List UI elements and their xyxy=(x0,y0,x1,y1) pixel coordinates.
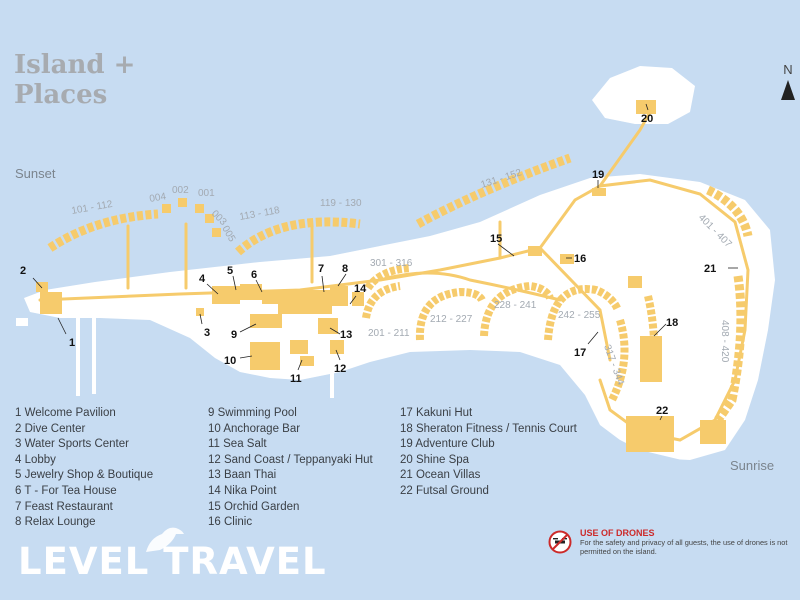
no-drone-icon xyxy=(548,530,572,554)
marker-16: 16 xyxy=(574,253,586,265)
legend-item: 18 Sheraton Fitness / Tennis Court xyxy=(400,422,577,435)
villa-range-label: 002 xyxy=(172,185,189,196)
villa-range-label: 408 - 420 xyxy=(719,320,730,363)
legend-item: 15 Orchid Garden xyxy=(208,500,300,513)
legend-item: 4 Lobby xyxy=(15,453,56,466)
map-title-line-2: Places xyxy=(14,80,108,110)
legend-item: 11 Sea Salt xyxy=(208,438,267,451)
marker-1: 1 xyxy=(69,337,75,349)
marker-5: 5 xyxy=(227,265,233,277)
marker-9: 9 xyxy=(231,329,237,341)
legend-column-3: 17 Kakuni Hut 18 Sheraton Fitness / Tenn… xyxy=(400,406,577,500)
villa-range-label: 201 - 211 xyxy=(368,328,410,339)
legend-item: 13 Baan Thai xyxy=(208,469,277,482)
legend-item: 16 Clinic xyxy=(208,516,253,529)
marker-12: 12 xyxy=(334,363,346,375)
place-markers: 1 2 3 4 5 6 7 8 9 10 11 12 13 14 15 16 1… xyxy=(20,113,716,417)
sunrise-label: Sunrise xyxy=(730,458,775,473)
bird-logo-icon xyxy=(146,527,184,552)
map-title: Island + Places xyxy=(14,50,135,110)
legend-item: 14 Nika Point xyxy=(208,484,277,497)
marker-3: 3 xyxy=(204,327,210,339)
legend-item: 9 Swimming Pool xyxy=(208,407,297,419)
legend-item: 10 Anchorage Bar xyxy=(208,422,301,435)
marker-13: 13 xyxy=(340,329,352,341)
marker-10: 10 xyxy=(224,355,236,367)
villa-range-label: 119 - 130 xyxy=(320,198,362,209)
sunset-label: Sunset xyxy=(15,166,56,181)
villa-range-label: 228 - 241 xyxy=(494,300,537,311)
drone-notice-text: For the safety and privacy of all guests… xyxy=(580,538,788,556)
marker-21: 21 xyxy=(704,263,716,275)
overwater-villas xyxy=(47,153,753,423)
marker-11: 11 xyxy=(290,373,302,385)
jetties xyxy=(16,316,334,398)
brand-watermark: LEVEL TRAVEL xyxy=(18,540,327,583)
north-arrow-icon xyxy=(781,80,795,100)
legend-item: 2 Dive Center xyxy=(15,422,86,435)
villa-range-label: 212 - 227 xyxy=(430,314,473,325)
marker-8: 8 xyxy=(342,263,348,275)
legend-item: 19 Adventure Club xyxy=(400,438,495,451)
marker-leaders xyxy=(32,103,738,421)
north-label: N xyxy=(783,62,793,77)
legend-item: 12 Sand Coast / Teppanyaki Hut xyxy=(208,453,373,466)
legend-item: 8 Relax Lounge xyxy=(15,516,96,529)
marker-14: 14 xyxy=(354,283,367,295)
marker-15: 15 xyxy=(490,233,502,245)
pavilion-villas xyxy=(162,198,221,237)
marker-17: 17 xyxy=(574,347,586,359)
marker-22: 22 xyxy=(656,405,668,417)
marker-18: 18 xyxy=(666,317,678,329)
legend-column-2: 9 Swimming Pool 10 Anchorage Bar 11 Sea … xyxy=(208,406,373,531)
legend-item: 17 Kakuni Hut xyxy=(400,407,473,419)
marker-6: 6 xyxy=(251,269,257,281)
north-island xyxy=(592,66,695,124)
villa-range-label: 004 xyxy=(149,191,168,205)
marker-7: 7 xyxy=(318,263,324,275)
legend-item: 22 Futsal Ground xyxy=(400,484,489,497)
main-island xyxy=(24,174,775,460)
legend-item: 21 Ocean Villas xyxy=(400,469,481,482)
villa-range-label: 301 - 316 xyxy=(370,258,413,269)
legend-item: 1 Welcome Pavilion xyxy=(15,407,116,419)
drone-notice-title: USE OF DRONES xyxy=(580,528,655,538)
villa-range-label: 242 - 255 xyxy=(558,310,601,321)
marker-19: 19 xyxy=(592,169,604,181)
marker-4: 4 xyxy=(199,273,206,285)
legend-item: 5 Jewelry Shop & Boutique xyxy=(15,469,154,482)
legend-item: 20 Shine Spa xyxy=(400,453,470,466)
legend-item: 7 Feast Restaurant xyxy=(15,500,113,513)
buildings xyxy=(36,100,726,452)
marker-2: 2 xyxy=(20,265,26,277)
villa-range-label: 001 xyxy=(198,188,215,199)
marker-20: 20 xyxy=(641,113,653,125)
drone-notice: USE OF DRONES For the safety and privacy… xyxy=(548,528,798,564)
map-title-line-1: Island + xyxy=(14,50,136,80)
legend-item: 6 T - For Tea House xyxy=(15,484,117,497)
legend-column-1: 1 Welcome Pavilion 2 Dive Center 3 Water… xyxy=(15,406,153,531)
south-cove xyxy=(600,430,720,478)
legend-item: 3 Water Sports Center xyxy=(15,438,129,451)
